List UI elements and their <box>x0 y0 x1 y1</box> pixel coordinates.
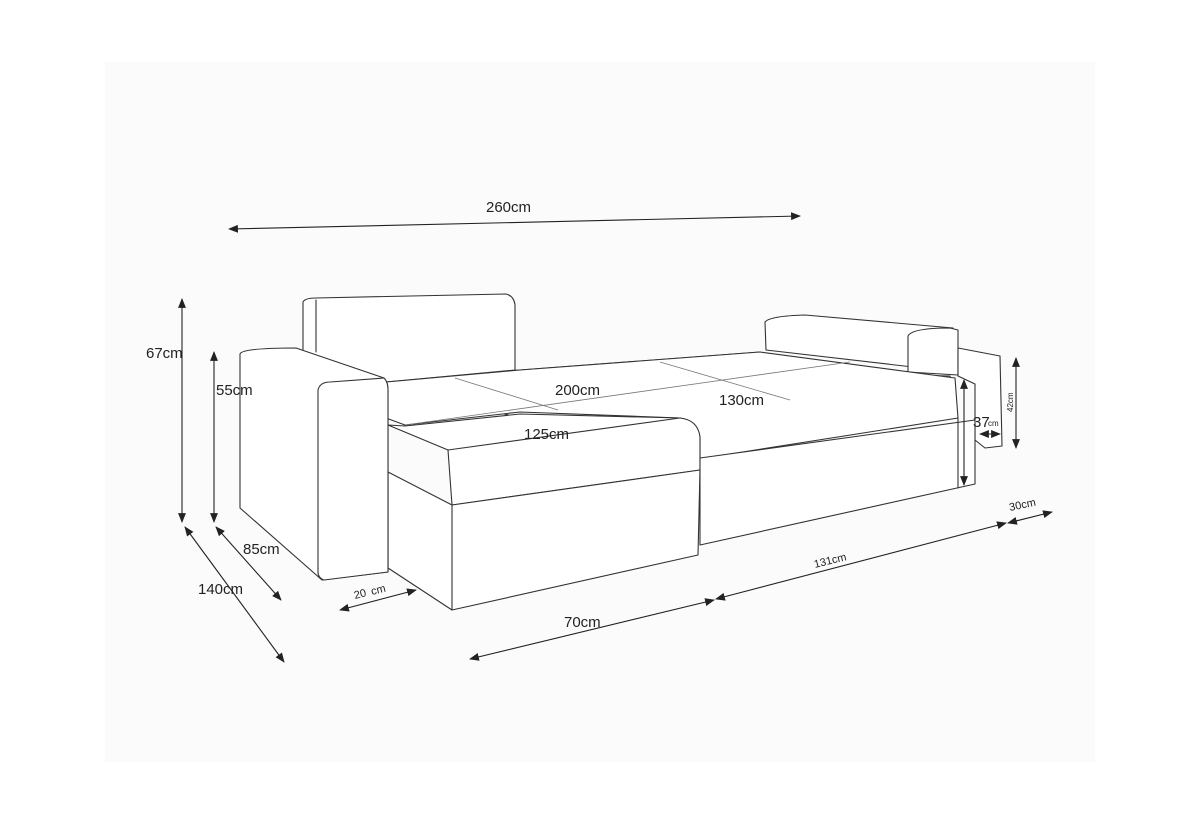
seat-seam-2 <box>659 361 791 401</box>
label-bed-width: 130cm <box>719 392 764 409</box>
label-armrest-height: 55cm <box>216 382 253 399</box>
seat-seam-1 <box>454 377 559 411</box>
label-chaise-depth: 140cm <box>198 581 243 598</box>
sofa-outline <box>239 293 1003 611</box>
label-seat-height-right-unit: cm <box>988 419 999 428</box>
right-armrest-side <box>957 347 1003 449</box>
dim-260-arrow <box>228 212 801 233</box>
label-total-height: 67cm <box>146 345 183 362</box>
label-armrest-width-unit: cm <box>370 583 387 598</box>
label-armrest-width: 20 <box>353 587 368 602</box>
label-seat-height-right: 37 <box>973 414 990 431</box>
dim-20-arrow <box>339 588 417 612</box>
dim-70-arrow <box>469 598 715 661</box>
label-chaise-front-width: 70cm <box>564 614 601 631</box>
dim-140-arrow <box>184 526 285 663</box>
chaise-cushion-top-edge <box>447 417 681 451</box>
seat-seam-3 <box>404 361 851 426</box>
label-chaise-length: 125cm <box>524 426 569 443</box>
dimension-labels: 260cm 67cm 55cm 200cm 130cm 125cm 37 cm … <box>146 199 1037 631</box>
left-back-cushion <box>302 293 516 383</box>
main-base <box>699 419 976 546</box>
dim-131-arrow <box>715 521 1007 601</box>
dim-30-arrow <box>1007 510 1053 525</box>
left-armrest-front <box>317 377 389 581</box>
dimension-lines <box>178 212 1053 663</box>
label-total-width: 260cm <box>486 199 531 216</box>
label-armrest-height-right: 42cm <box>1006 392 1015 412</box>
right-armrest <box>907 327 959 376</box>
label-depth: 85cm <box>243 541 280 558</box>
label-right-arm-width: 30cm <box>1008 497 1037 514</box>
label-seat-width: 200cm <box>555 382 600 399</box>
